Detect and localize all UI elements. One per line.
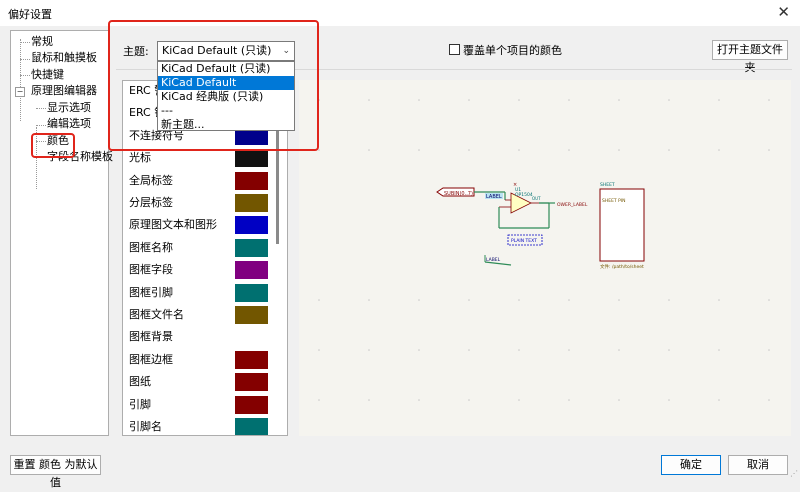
color-item-label[interactable]: 不连接符号	[129, 129, 184, 142]
override-colors-label: 覆盖单个项目的颜色	[463, 44, 562, 57]
color-swatch[interactable]	[235, 172, 268, 190]
color-swatch[interactable]	[235, 306, 268, 324]
theme-label: 主题:	[123, 45, 149, 58]
net-label-text: OWER_LABEL	[557, 202, 588, 208]
wire	[484, 261, 512, 266]
opamp-value: OP1504	[515, 192, 533, 198]
cancel-button[interactable]: 取消	[728, 455, 788, 475]
color-swatch[interactable]	[235, 418, 268, 435]
tree-line	[36, 108, 46, 109]
local-label-text: LABEL	[486, 194, 502, 200]
opamp-ref: U1	[515, 187, 521, 193]
collapse-icon[interactable]: −	[15, 87, 25, 97]
tree-line	[36, 141, 46, 142]
theme-option[interactable]: KiCad 经典版 (只读)	[161, 90, 264, 103]
color-swatch[interactable]	[235, 396, 268, 414]
color-swatch[interactable]	[235, 328, 268, 346]
open-theme-folder-button[interactable]: 打开主题文件夹	[712, 40, 788, 74]
sheet-name: SHEET	[600, 182, 615, 188]
color-item-label[interactable]: 图框名称	[129, 241, 173, 254]
grid-dots	[318, 99, 770, 401]
tree-line	[20, 59, 30, 60]
ok-button[interactable]: 确定	[661, 455, 721, 475]
color-swatch[interactable]	[235, 216, 268, 234]
color-item-label[interactable]: 图框字段	[129, 263, 173, 276]
preview-canvas: SUBIN(0..7) LABEL U1 OP1504 OUT × OWER_L…	[318, 99, 770, 401]
theme-dropdown-list: KiCad Default (只读) KiCad Default KiCad 经…	[157, 61, 295, 131]
tree-line	[36, 127, 37, 189]
global-label: SUBIN(0..7)	[436, 187, 475, 197]
plain-text: PLAIN TEXT	[511, 238, 537, 244]
color-item-label[interactable]: 图框背景	[129, 330, 173, 343]
override-colors-checkbox[interactable]	[449, 44, 460, 55]
color-item-label[interactable]: 全局标签	[129, 174, 173, 187]
color-swatch[interactable]	[235, 261, 268, 279]
tree-item-editing-options[interactable]: 编辑选项	[47, 117, 91, 130]
color-swatch[interactable]	[235, 284, 268, 302]
opamp-marker: ×	[513, 182, 517, 188]
theme-option-new[interactable]: 新主题...	[161, 118, 205, 131]
window-title: 偏好设置	[8, 8, 52, 21]
settings-tree: 常规 鼠标和触摸板 快捷键 − 原理图编辑器 显示选项 编辑选项 颜色 字段名称…	[10, 30, 113, 436]
local-label-2-text: LABEL	[486, 257, 501, 263]
schematic-preview: SUBIN(0..7) LABEL U1 OP1504 OUT × OWER_L…	[299, 80, 791, 436]
color-swatch[interactable]	[235, 351, 268, 369]
tree-item-general[interactable]: 常规	[31, 35, 53, 48]
local-label-bg	[485, 193, 503, 199]
scrollbar-thumb[interactable]	[276, 89, 279, 244]
color-item-label[interactable]: 原理图文本和图形	[129, 218, 217, 231]
sheet-file: 文件: /path/to/sheet	[600, 263, 644, 270]
color-swatch[interactable]	[235, 194, 268, 212]
tree-item-mouse-touchpad[interactable]: 鼠标和触摸板	[31, 51, 97, 64]
tree-item-colors[interactable]: 颜色	[47, 134, 69, 147]
tree-line	[20, 39, 21, 121]
plain-text-box	[507, 234, 543, 246]
opamp-symbol: U1 OP1504 OUT ×	[499, 182, 541, 214]
sheet-pin: SHEET PIN	[602, 198, 626, 204]
global-label-text: SUBIN(0..7)	[444, 191, 473, 197]
tree-line	[20, 42, 30, 43]
color-item-label[interactable]: 引脚名	[129, 420, 162, 433]
tree-line	[36, 125, 46, 126]
close-icon[interactable]: ✕	[777, 3, 790, 21]
opamp-pin-name: OUT	[532, 196, 541, 201]
colors-highlight-box	[31, 133, 75, 158]
color-swatch[interactable]	[235, 239, 268, 257]
color-swatch[interactable]	[235, 127, 268, 145]
theme-select[interactable]: KiCad Default (只读) ⌄	[157, 41, 295, 61]
theme-option-separator: ---	[161, 104, 173, 117]
tree-item-field-name-templates[interactable]: 字段名称模板	[47, 150, 113, 163]
color-list: ERC 警告 ERC 错误 不连接符号 光标 全局标签 分层标签 原理图文本和图…	[122, 80, 288, 436]
theme-option[interactable]: KiCad Default (只读)	[161, 62, 271, 75]
tree-line	[20, 75, 30, 76]
color-swatch[interactable]	[235, 373, 268, 391]
title-bar: 偏好设置 ✕	[0, 0, 800, 26]
theme-select-value: KiCad Default (只读)	[162, 44, 272, 57]
color-item-label[interactable]: 图框边框	[129, 353, 173, 366]
color-item-label[interactable]: 图框引脚	[129, 286, 173, 299]
tree-item-display-options[interactable]: 显示选项	[47, 101, 91, 114]
resize-grip-icon[interactable]: ⋰	[790, 469, 798, 478]
color-item-label[interactable]: 图框文件名	[129, 308, 184, 321]
color-item-label[interactable]: 引脚	[129, 398, 151, 411]
chevron-down-icon: ⌄	[282, 46, 290, 56]
color-item-label[interactable]: 光标	[129, 151, 151, 164]
reset-colors-button[interactable]: 重置 颜色 为默认值	[10, 455, 101, 489]
color-swatch[interactable]	[235, 149, 268, 167]
color-item-label[interactable]: 分层标签	[129, 196, 173, 209]
theme-option-highlighted[interactable]: KiCad Default	[158, 76, 294, 90]
divider	[116, 69, 792, 70]
tree-item-schematic-editor[interactable]: 原理图编辑器	[31, 84, 97, 97]
tree-item-hotkeys[interactable]: 快捷键	[31, 68, 64, 81]
color-item-label[interactable]: 图纸	[129, 375, 151, 388]
hierarchical-sheet: SHEET SHEET PIN 文件: /path/to/sheet	[599, 182, 645, 270]
